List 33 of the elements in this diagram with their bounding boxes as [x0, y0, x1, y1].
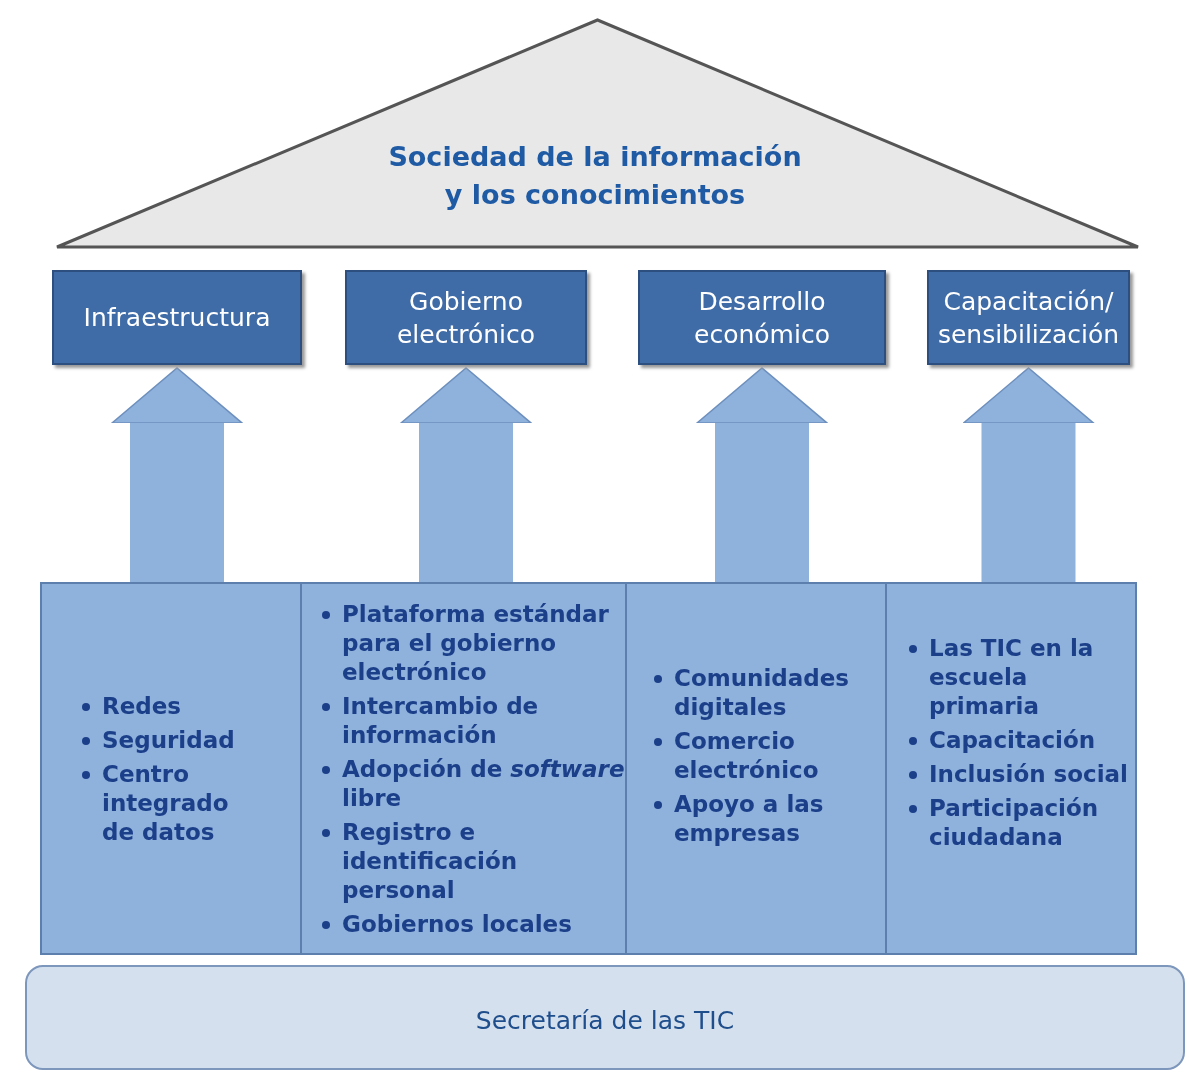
pillar-column [625, 582, 887, 955]
block-arrow [696, 367, 828, 583]
pillar-column [300, 582, 627, 955]
bullet-item: Inclusión social [929, 761, 1128, 787]
bullet-item: Comunidades digitales [674, 665, 849, 720]
roof-title: Sociedad de la información y los conocimientos [387, 140, 803, 212]
pillar-title: Gobierno electrónico [395, 285, 537, 351]
block-arrow [962, 367, 1095, 583]
pillar-header [52, 270, 302, 365]
bullet-item: Capacitación [929, 727, 1096, 753]
bullet-item: Seguridad [102, 727, 235, 753]
bullet-item: Registro e identificación personal [342, 819, 518, 903]
block-arrow [400, 367, 532, 583]
pillar-column [885, 582, 1137, 955]
bullet-item: Adopción de software libre [342, 756, 625, 811]
block-arrow [111, 367, 243, 583]
pillar-column [40, 582, 302, 955]
pillar-title: Capacitación/ sensibilización [936, 285, 1121, 351]
pillar-title: Desarrollo económico [693, 285, 831, 351]
bullet-item: Apoyo a las empresas [674, 791, 824, 846]
bullet-item: Participación ciudadana [929, 795, 1099, 850]
bullet-item: Centro integrado de datos [102, 761, 229, 845]
bullet-item: Redes [102, 693, 182, 719]
bullet-item: Comercio electrónico [674, 728, 819, 783]
pillar-header [638, 270, 886, 365]
bullet-item: Gobiernos locales [342, 911, 572, 937]
foundation-bar [25, 965, 1185, 1070]
bullet-item: Las TIC en la escuela primaria [929, 635, 1094, 719]
pillar-header [345, 270, 587, 365]
pillar-header [927, 270, 1130, 365]
pillar-title: Infraestructura [83, 302, 271, 334]
foundation-label: Secretaría de las TIC [475, 1005, 735, 1035]
bullet-item: Plataforma estándar para el gobierno electrónico [342, 601, 609, 685]
